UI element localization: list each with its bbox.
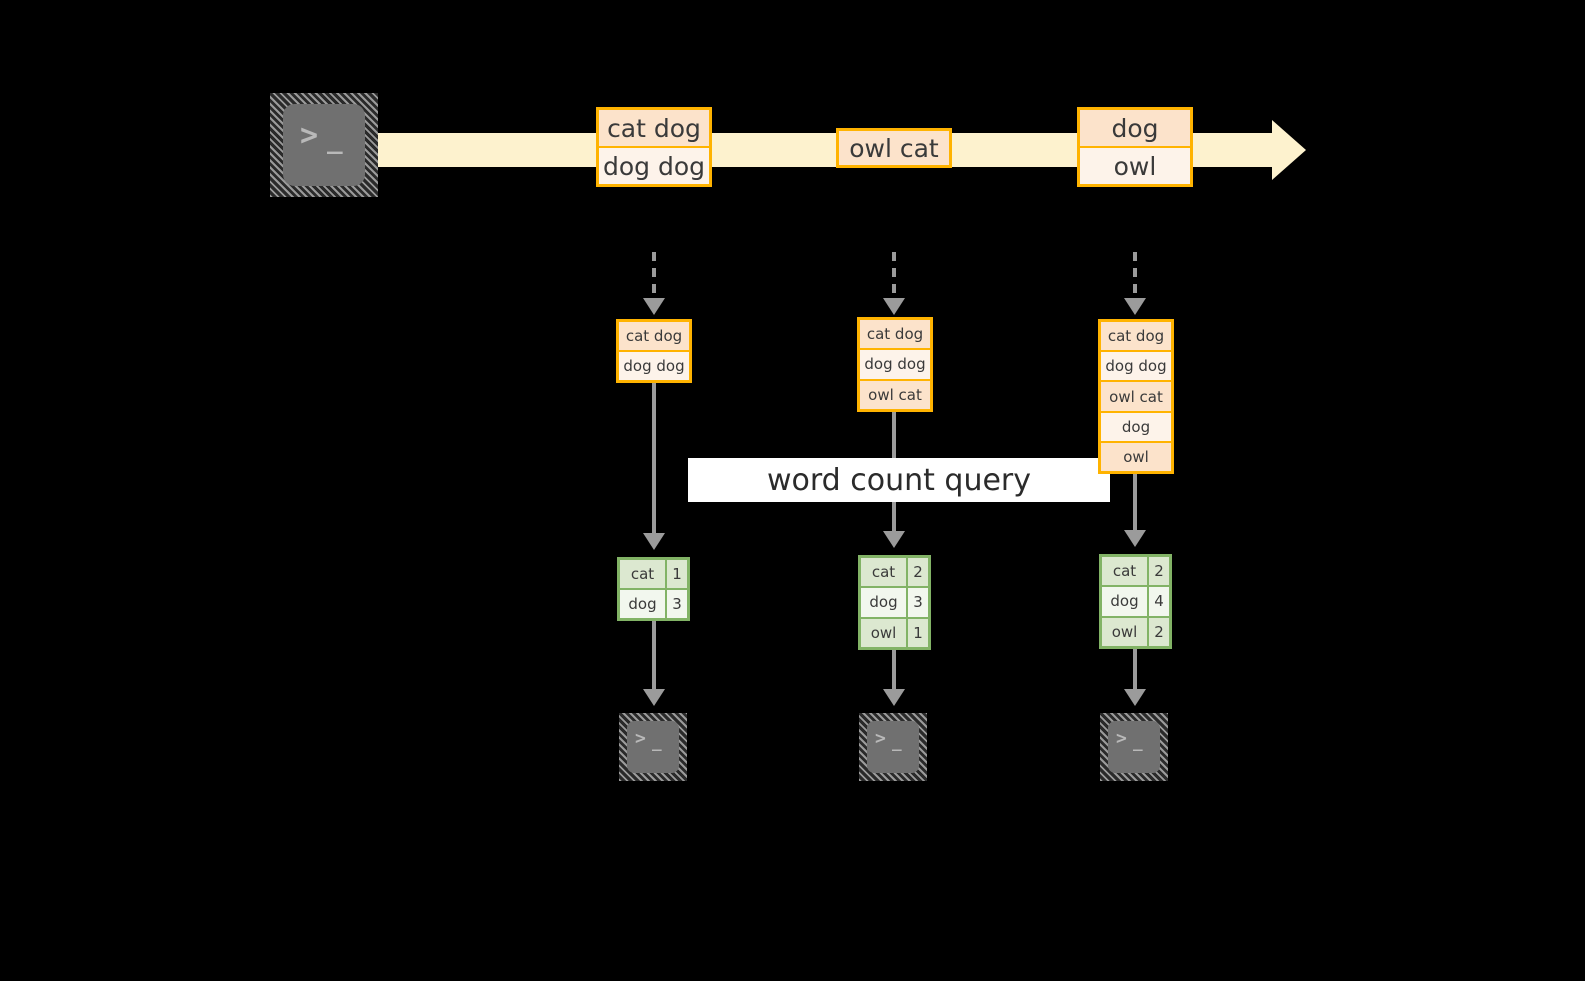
stream-event-row: dog dog	[599, 146, 709, 184]
snapshot-3-output-connector	[1133, 649, 1137, 691]
terminal-prompt-chevron-icon: >	[635, 728, 646, 749]
query-label-text: word count query	[766, 462, 1032, 498]
result-count: 1	[665, 560, 687, 588]
snapshot-input-row: owl	[1101, 440, 1171, 472]
stream-event-group-3[interactable]: dog owl	[1077, 107, 1193, 187]
snapshot-2-ingest-arrowhead	[883, 298, 905, 315]
snapshot-3-result-table[interactable]: cat 2 dog 4 owl 2	[1099, 554, 1172, 649]
result-count: 3	[665, 590, 687, 618]
terminal-screen	[627, 721, 679, 773]
result-row: cat 2	[1102, 557, 1169, 586]
snapshot-input-row: dog dog	[860, 348, 930, 379]
result-word: cat	[861, 558, 906, 587]
result-count: 3	[906, 588, 928, 617]
stream-event-row: cat dog	[599, 110, 709, 146]
result-row: cat 2	[861, 558, 928, 587]
result-row: dog 3	[620, 588, 687, 618]
stream-event-group-2[interactable]: owl cat	[836, 128, 952, 168]
snapshot-2-result-table[interactable]: cat 2 dog 3 owl 1	[858, 555, 931, 650]
event-stream-arrowhead	[1272, 120, 1306, 180]
snapshot-input-row: dog dog	[1101, 350, 1171, 381]
stream-event-row: owl cat	[839, 131, 949, 165]
terminal-screen	[283, 104, 365, 186]
snapshot-1-ingest-connector	[652, 252, 656, 300]
terminal-screen	[1108, 721, 1160, 773]
snapshot-input-row: owl cat	[860, 378, 930, 409]
snapshot-input-row: dog	[1101, 410, 1171, 441]
terminal-cursor-icon: _	[327, 125, 343, 155]
snapshot-input-row: dog dog	[619, 350, 689, 380]
result-word: owl	[1102, 617, 1147, 646]
result-word: cat	[620, 560, 665, 588]
snapshot-input-row: cat dog	[860, 320, 930, 349]
snapshot-3-query-arrowhead	[1124, 530, 1146, 547]
snapshot-1-query-connector	[652, 383, 656, 535]
snapshot-1-input-table[interactable]: cat dog dog dog	[616, 319, 692, 383]
result-word: dog	[620, 590, 665, 618]
terminal-prompt-chevron-icon: >	[300, 118, 319, 153]
snapshot-3-output-arrowhead	[1124, 689, 1146, 706]
snapshot-3-ingest-arrowhead	[1124, 298, 1146, 315]
terminal-cursor-icon: _	[652, 732, 662, 751]
stream-event-row: owl	[1080, 146, 1190, 184]
result-count: 2	[1147, 557, 1169, 586]
result-row: owl 2	[1102, 615, 1169, 646]
snapshot-input-row: cat dog	[619, 322, 689, 350]
result-count: 4	[1147, 587, 1169, 616]
result-row: dog 3	[861, 586, 928, 617]
snapshot-1-output-connector	[652, 621, 656, 691]
source-terminal-icon[interactable]: > _	[270, 93, 378, 197]
terminal-screen	[867, 721, 919, 773]
stream-event-group-1[interactable]: cat dog dog dog	[596, 107, 712, 187]
stream-event-row: dog	[1080, 110, 1190, 146]
query-label: word count query	[688, 458, 1110, 502]
snapshot-3-sink-terminal-icon[interactable]: > _	[1100, 713, 1168, 781]
snapshot-2-query-arrowhead	[883, 531, 905, 548]
snapshot-1-output-arrowhead	[643, 689, 665, 706]
snapshot-1-result-table[interactable]: cat 1 dog 3	[617, 557, 690, 621]
terminal-prompt-chevron-icon: >	[1116, 728, 1127, 749]
snapshot-input-row: owl cat	[1101, 380, 1171, 411]
terminal-cursor-icon: _	[1133, 732, 1143, 751]
snapshot-1-sink-terminal-icon[interactable]: > _	[619, 713, 687, 781]
snapshot-1-ingest-arrowhead	[643, 298, 665, 315]
result-word: cat	[1102, 557, 1147, 586]
result-count: 2	[1147, 617, 1169, 646]
snapshot-2-input-table[interactable]: cat dog dog dog owl cat	[857, 317, 933, 412]
result-row: dog 4	[1102, 585, 1169, 616]
result-count: 1	[906, 618, 928, 647]
snapshot-1-query-arrowhead	[643, 533, 665, 550]
result-count: 2	[906, 558, 928, 587]
snapshot-3-query-connector	[1133, 474, 1137, 532]
result-word: dog	[861, 588, 906, 617]
snapshot-2-ingest-connector	[892, 252, 896, 300]
result-word: dog	[1102, 587, 1147, 616]
snapshot-3-ingest-connector	[1133, 252, 1137, 300]
snapshot-input-row: cat dog	[1101, 322, 1171, 351]
result-row: cat 1	[620, 560, 687, 588]
snapshot-2-output-connector	[892, 650, 896, 691]
result-word: owl	[861, 618, 906, 647]
snapshot-2-sink-terminal-icon[interactable]: > _	[859, 713, 927, 781]
result-row: owl 1	[861, 616, 928, 647]
terminal-prompt-chevron-icon: >	[875, 728, 886, 749]
snapshot-3-input-table[interactable]: cat dog dog dog owl cat dog owl	[1098, 319, 1174, 474]
snapshot-2-output-arrowhead	[883, 689, 905, 706]
terminal-cursor-icon: _	[892, 732, 902, 751]
